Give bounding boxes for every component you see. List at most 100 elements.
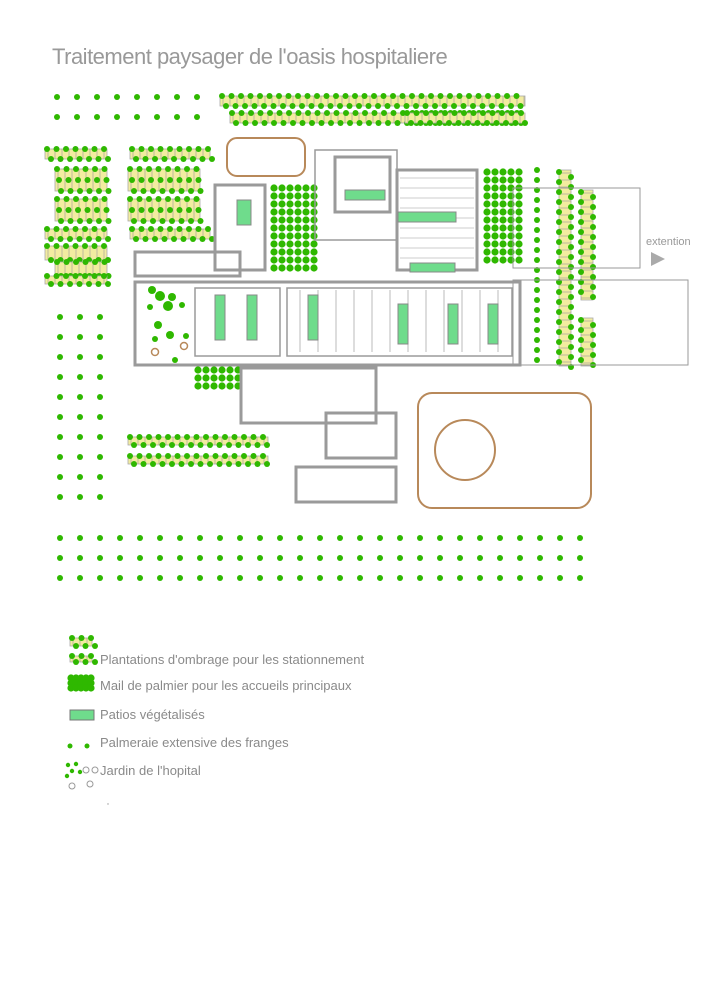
palmeraie-tree [77, 394, 83, 400]
shade-tree [58, 188, 64, 194]
palmeraie-tree [97, 454, 103, 460]
palmeraie-tree [194, 114, 200, 120]
mail-palm-tree [507, 256, 515, 264]
shade-tree [264, 461, 270, 467]
shade-tree [91, 273, 98, 279]
shade-tree [318, 103, 324, 109]
shade-tree [184, 196, 190, 202]
shade-tree [489, 110, 496, 116]
shade-tree [146, 166, 152, 172]
vegetated-patio [397, 211, 457, 223]
shade-tree [63, 259, 70, 265]
shade-tree [503, 120, 509, 126]
palmeraie-tree [97, 434, 103, 440]
shade-tree [131, 461, 137, 467]
mail-palm-tree [87, 684, 95, 692]
legend-garden-outline-icon [68, 782, 76, 790]
mail-palm-tree [270, 184, 278, 192]
shade-tree [63, 243, 69, 249]
shade-tree [165, 434, 171, 440]
shade-tree [78, 653, 85, 659]
palmeraie-tree [57, 535, 63, 541]
mail-palm-tree [270, 224, 278, 232]
legend-garden-icon [73, 761, 79, 767]
shade-tree [590, 264, 596, 270]
shade-tree [176, 226, 183, 232]
shade-tree [242, 103, 248, 109]
shade-tree [285, 93, 292, 99]
shade-tree [195, 177, 202, 183]
shade-tree [578, 317, 584, 323]
shade-tree [190, 156, 196, 162]
shade-tree [133, 156, 139, 162]
mail-palm-tree [491, 256, 499, 264]
palmeraie-tree [77, 374, 83, 380]
shade-tree [522, 120, 528, 126]
shade-tree [146, 196, 152, 202]
mail-palm-tree [270, 192, 278, 200]
palmeraie-tree [57, 454, 63, 460]
mail-palm-tree [491, 224, 499, 232]
palmeraie-tree [97, 535, 103, 541]
vegetated-patio [246, 294, 258, 341]
shade-tree [82, 196, 89, 202]
mail-palm-tree [286, 264, 294, 272]
mail-palm-tree [310, 264, 318, 272]
palmeraie-tree [137, 535, 143, 541]
palmeraie-tree [57, 414, 63, 420]
shade-tree [556, 349, 562, 355]
mail-palm-tree [278, 216, 286, 224]
shade-tree [280, 120, 287, 126]
palmeraie-tree [317, 555, 323, 561]
palmeraie-tree [137, 555, 143, 561]
garden-tree-outline [150, 347, 160, 357]
shade-tree [165, 166, 171, 172]
palmeraie-tree [417, 575, 423, 581]
shade-tree [394, 120, 401, 126]
shade-tree [556, 189, 562, 195]
shade-tree [178, 442, 185, 448]
shade-tree [140, 218, 147, 224]
shade-tree [67, 188, 74, 194]
shade-tree [480, 110, 486, 116]
shade-tree [63, 196, 70, 202]
shade-tree [152, 236, 158, 242]
mail-palm-tree [77, 684, 85, 692]
palmeraie-tree [534, 207, 540, 213]
shade-tree [222, 434, 228, 440]
shade-tree [186, 207, 192, 213]
shade-tree [167, 207, 173, 213]
shade-tree [590, 204, 596, 210]
mail-palm-tree [483, 216, 491, 224]
mail-palm-tree [310, 224, 318, 232]
mail-palm-tree [194, 374, 202, 382]
palmeraie-tree [177, 535, 183, 541]
garden-tree [163, 301, 173, 311]
shade-tree [432, 110, 439, 116]
shade-tree [146, 453, 152, 459]
shade-tree [280, 103, 286, 109]
shade-tree [238, 110, 245, 116]
palmeraie-tree [57, 555, 63, 561]
shade-tree [233, 120, 239, 126]
shade-tree [72, 226, 79, 232]
shade-tree [178, 461, 185, 467]
palmeraie-tree [537, 575, 543, 581]
shade-tree [53, 273, 60, 279]
palmeraie-tree [337, 575, 343, 581]
mail-palm-tree [278, 256, 286, 264]
palmeraie-tree [97, 474, 103, 480]
shade-tree [257, 110, 264, 116]
palmeraie-tree [517, 575, 523, 581]
mail-palm-tree [499, 232, 507, 240]
shade-tree [308, 103, 315, 109]
mail-palm-tree [515, 168, 523, 176]
mail-palm-tree [310, 184, 318, 192]
shade-tree [157, 177, 164, 183]
shade-tree [333, 93, 339, 99]
shade-tree [276, 93, 282, 99]
mail-palm-tree [483, 232, 491, 240]
shade-tree [409, 93, 415, 99]
palmeraie-tree [497, 575, 503, 581]
mail-palm-tree [294, 184, 302, 192]
